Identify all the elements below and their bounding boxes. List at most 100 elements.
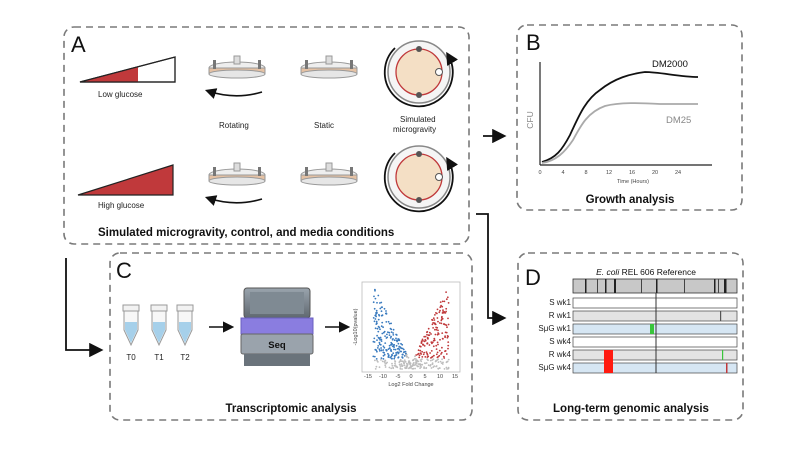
volcano-point <box>426 352 428 355</box>
volcano-point <box>429 352 431 354</box>
growth-x-tick-0: 0 <box>538 170 541 176</box>
volcano-point <box>426 330 429 333</box>
volcano-point <box>438 367 441 369</box>
volcano-point <box>437 320 439 323</box>
volcano-point <box>400 363 403 365</box>
volcano-point <box>447 341 450 343</box>
volcano-point <box>432 322 434 324</box>
volcano-point <box>372 355 375 358</box>
simulated-label-line1: Simulated <box>400 115 436 124</box>
volcano-point <box>391 364 394 367</box>
volcano-point <box>375 358 378 360</box>
volcano-point <box>447 323 450 326</box>
volcano-point <box>403 362 405 365</box>
volcano-point <box>425 367 428 369</box>
volcano-point <box>374 327 377 330</box>
tube-t2-icon <box>176 304 194 347</box>
volcano-point <box>382 354 385 357</box>
panel-d-caption: Long-term genomic analysis <box>553 403 709 415</box>
volcano-point <box>398 348 401 351</box>
volcano-point <box>442 311 444 313</box>
volcano-point <box>373 320 376 323</box>
tube-label-t2: T2 <box>180 353 190 362</box>
volcano-point <box>378 366 381 369</box>
volcano-point <box>412 362 415 364</box>
volcano-point <box>435 344 438 347</box>
low-glucose-wedge-icon <box>79 56 176 83</box>
volcano-point <box>377 361 379 363</box>
volcano-point <box>373 307 376 310</box>
growth-x-tick-24: 24 <box>675 170 681 176</box>
panel-d-border <box>517 252 744 421</box>
volcano-point <box>409 367 412 369</box>
volcano-point <box>392 367 395 370</box>
volcano-point <box>420 340 423 343</box>
volcano-point <box>378 337 381 340</box>
volcano-point <box>417 360 420 363</box>
volcano-point <box>385 337 388 339</box>
volcano-point <box>436 312 438 315</box>
panel-d-letter: D <box>525 265 541 290</box>
volcano-point <box>445 291 447 293</box>
volcano-point <box>387 352 389 355</box>
volcano-point <box>380 340 383 342</box>
volcano-point <box>372 317 375 319</box>
panel-b-letter: B <box>526 30 541 55</box>
volcano-point <box>436 308 439 311</box>
volcano-point <box>376 327 379 330</box>
volcano-point <box>394 348 397 351</box>
growth-x-tick-4: 4 <box>561 170 564 176</box>
volcano-point <box>390 357 393 360</box>
panel-c-letter: C <box>116 258 132 283</box>
volcano-point <box>420 366 423 368</box>
volcano-point <box>388 331 391 334</box>
row-label-r-wk1: R wk1 <box>549 311 572 320</box>
volcano-point <box>441 346 443 349</box>
volcano-point <box>430 367 433 369</box>
volcano-point <box>441 300 444 303</box>
volcano-xlabel: Log2 Fold Change <box>388 382 433 388</box>
volcano-x-ticks: -15 -10 -5 0 5 10 15 <box>364 374 458 380</box>
volcano-point <box>403 351 406 353</box>
growth-ylabel: CFU <box>525 111 535 128</box>
rotating-vessel-icon-2 <box>208 162 266 186</box>
volcano-point <box>443 368 446 370</box>
volcano-point <box>377 318 380 321</box>
volcano-point <box>441 332 444 334</box>
static-vessel-icon <box>300 55 358 79</box>
panel-c-caption: Transcriptomic analysis <box>225 403 356 415</box>
volcano-point <box>377 325 380 328</box>
volcano-point <box>437 332 439 334</box>
volcano-point <box>395 365 398 368</box>
volcano-point <box>403 364 406 367</box>
volcano-point <box>390 322 392 325</box>
volcano-point <box>373 295 375 298</box>
volcano-point <box>380 301 383 304</box>
volcano-point <box>418 354 421 357</box>
volcano-point <box>447 344 450 347</box>
volcano-point <box>387 348 390 350</box>
arrow-a-to-c <box>65 258 104 358</box>
volcano-point <box>382 358 385 360</box>
volcano-point <box>438 322 441 324</box>
panel-c: C T0 T1 T2 Seq <box>109 252 473 421</box>
volcano-point <box>447 347 449 350</box>
volcano-point <box>385 349 388 351</box>
volcano-point <box>445 361 448 364</box>
volcano-point <box>394 360 396 362</box>
volcano-point <box>431 341 434 344</box>
volcano-point <box>392 334 395 336</box>
rotation-arrow-icon <box>204 88 263 99</box>
volcano-point <box>433 319 436 321</box>
volcano-point <box>412 359 415 362</box>
volcano-point <box>423 366 425 368</box>
volcano-point <box>384 342 387 344</box>
volcano-point <box>397 347 400 350</box>
volcano-point <box>388 344 391 347</box>
volcano-point <box>431 362 434 364</box>
volcano-point <box>423 345 426 347</box>
volcano-point <box>377 294 380 297</box>
panel-b-border <box>516 24 743 211</box>
volcano-point <box>388 322 391 325</box>
volcano-point <box>419 349 422 352</box>
